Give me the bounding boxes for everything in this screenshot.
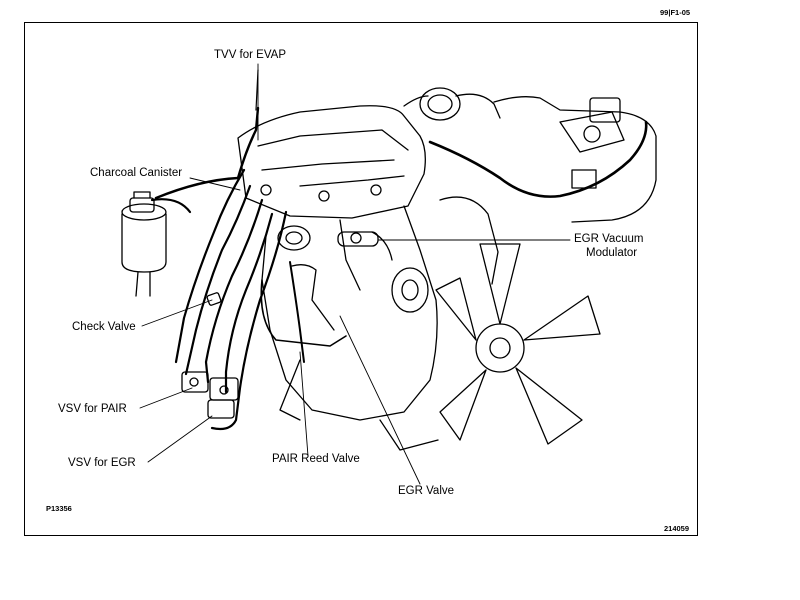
label-egr-valve: EGR Valve — [398, 485, 455, 497]
diagram-frame — [24, 22, 698, 536]
label-egr-vacuum-modulator-2: Modulator — [586, 247, 638, 259]
label-charcoal-canister: Charcoal Canister — [90, 167, 183, 179]
throttle-body — [404, 88, 500, 120]
right-harness — [430, 122, 646, 197]
label-tvv-evap: TVV for EVAP — [214, 49, 287, 61]
egr-vacuum-modulator-part — [278, 226, 378, 250]
figure-code-right: 214059 — [664, 524, 690, 533]
evap-hose — [156, 108, 258, 198]
leader-lines — [140, 64, 570, 484]
label-vsv-pair: VSV for PAIR — [58, 403, 127, 415]
label-egr-vacuum-modulator-1: EGR Vacuum — [574, 233, 644, 245]
vacuum-hoses — [176, 170, 286, 429]
egr-pipe — [290, 262, 304, 362]
cooling-fan — [436, 244, 600, 444]
label-vsv-egr: VSV for EGR — [68, 457, 136, 469]
vsv-units — [182, 372, 238, 418]
page-code: 99|F1-05 — [660, 8, 691, 17]
engine-block — [262, 197, 498, 450]
intake-plenum — [238, 106, 425, 218]
figure-code-left: P13356 — [46, 504, 72, 513]
label-pair-reed-valve: PAIR Reed Valve — [272, 453, 360, 465]
label-check-valve: Check Valve — [72, 321, 136, 333]
check-valve-part — [207, 292, 222, 306]
charcoal-canister — [122, 192, 190, 296]
pair-pipe — [261, 280, 346, 346]
